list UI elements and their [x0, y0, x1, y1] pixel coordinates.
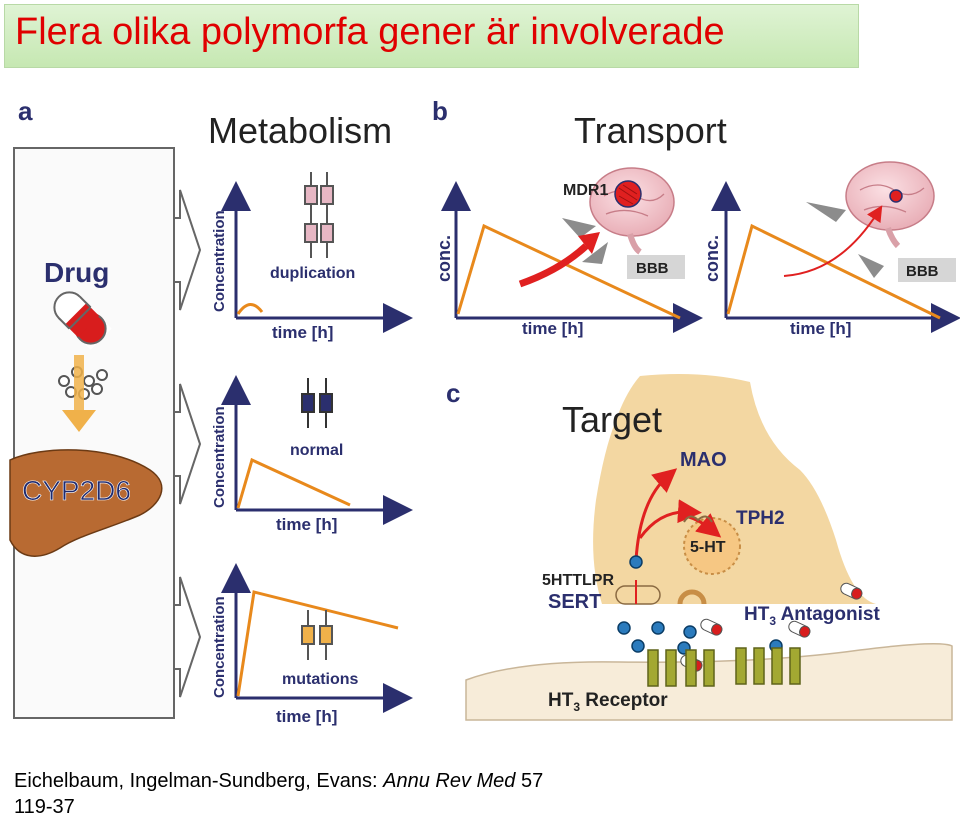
citation: Eichelbaum, Ingelman-Sundberg, Evans: An… — [14, 768, 634, 820]
x-axis-label: time [h] — [272, 323, 333, 342]
transport-graph-2: conc. time [h] BBB — [702, 161, 960, 338]
presynaptic-neuron — [593, 374, 876, 604]
chevron-arrow-icon — [173, 189, 202, 698]
liver-shape — [9, 449, 163, 557]
target-heading: Target — [562, 399, 662, 440]
enzyme-icon — [683, 515, 713, 523]
row-label-normal: normal — [290, 442, 343, 459]
gene-copies-icon — [304, 172, 334, 258]
uptake-arrow — [783, 205, 883, 277]
citation-journal: Annu Rev Med — [383, 770, 516, 792]
x-axis-label: time [h] — [276, 515, 337, 534]
citation-volume: 57 — [515, 770, 544, 792]
drug-label: Drug — [44, 257, 109, 288]
panel-letter-a: a — [18, 96, 33, 126]
bbb-label: BBB — [636, 260, 669, 277]
panel-letter-b: b — [432, 96, 448, 126]
x-axis-label: time [h] — [790, 319, 851, 338]
gene-copies-icon — [301, 378, 333, 428]
sert-label: SERT — [548, 591, 601, 613]
x-axis-label: time [h] — [276, 707, 337, 726]
row-label-duplication: duplication — [270, 265, 355, 282]
y-axis-label: conc. — [702, 235, 722, 282]
brain-icon — [589, 167, 675, 255]
drug-box — [13, 147, 175, 719]
y-axis-label: Concentration — [211, 406, 228, 508]
y-axis-label: conc. — [434, 235, 454, 282]
enzyme-label: CYP2D6 — [22, 475, 131, 506]
x-axis-label: time [h] — [522, 319, 583, 338]
graph-duplication: Concentration time [h] duplication — [211, 172, 413, 342]
bbb-box — [627, 255, 685, 279]
slide-title: Flera olika polymorfa gener är involvera… — [15, 11, 725, 53]
capsule-icon — [53, 291, 112, 350]
efflux-arrow — [518, 243, 589, 288]
citation-authors: Eichelbaum, Ingelman-Sundberg, Evans: — [14, 770, 384, 792]
httlpr-label: 5HTTLPR — [542, 572, 614, 589]
ht3-receptors — [647, 647, 801, 687]
metabolism-heading: Metabolism — [208, 110, 392, 151]
five-ht-label: 5-HT — [690, 539, 726, 556]
figure: a Metabolism Drug CYP2D6 Concentration t… — [9, 96, 960, 726]
bbb-box — [898, 258, 956, 282]
row-label-mutations: mutations — [282, 671, 359, 688]
tph2-label: TPH2 — [736, 508, 785, 529]
sert-transporter — [615, 580, 661, 605]
transport-graph-1: conc. time [h] BBB MDR1 — [434, 167, 703, 338]
down-arrow-icon — [62, 355, 96, 432]
ht3-receptor-label: HT3 Receptor — [548, 690, 668, 714]
transport-heading: Transport — [574, 110, 727, 151]
title-bar: Flera olika polymorfa gener är involvera… — [4, 4, 859, 68]
panel-letter-c: c — [446, 378, 460, 408]
mdr-label: MDR1 — [563, 182, 608, 199]
brain-icon — [845, 161, 935, 249]
y-axis-label: Concentration — [211, 210, 228, 312]
graph-normal: Concentration time [h] normal — [211, 375, 413, 534]
y-axis-label: Concentration — [211, 596, 228, 698]
graph-mutations: Concentration time [h] mutations — [211, 563, 413, 726]
gene-copies-icon — [301, 610, 333, 660]
bbb-label: BBB — [906, 263, 939, 280]
autoreceptor-icon — [677, 589, 707, 605]
mao-label: MAO — [680, 449, 727, 471]
citation-pages: 119-37 — [14, 796, 75, 818]
ht3-antagonist-label: HT3 Antagonist — [744, 604, 880, 628]
